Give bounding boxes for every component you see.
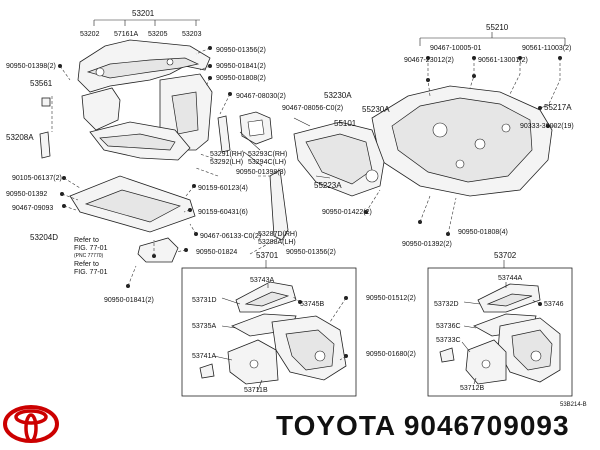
label-90950-01808-b: 90950-01808(4) bbox=[458, 229, 508, 236]
label-53288a: 53288A(LH) bbox=[258, 239, 296, 246]
label-55101: 55101 bbox=[334, 119, 357, 128]
bracket-53287d bbox=[269, 169, 289, 241]
label-53294c: 53294C(LH) bbox=[248, 159, 286, 166]
label-90159-60431: 90159-60431(6) bbox=[198, 209, 248, 216]
label-53292: 53292(LH) bbox=[210, 159, 243, 166]
label-53287d: 53287D(RH) bbox=[258, 231, 297, 238]
label-90561-11003: 90561-11003(2) bbox=[522, 45, 571, 52]
label-53736c: 53736C bbox=[436, 323, 461, 330]
label-53744a: 53744A bbox=[498, 275, 522, 282]
toyota-logo bbox=[3, 405, 59, 443]
label-90950-01422: 90950-01422(2) bbox=[322, 209, 372, 216]
label-90950-01398: 90950-01398(2) bbox=[6, 63, 56, 70]
refer-2-line-2: FIG. 77-01 bbox=[74, 269, 108, 276]
label-90561-13001: 90561-13001(2) bbox=[478, 57, 528, 64]
label-90467-23012: 90467-23012(2) bbox=[404, 57, 454, 64]
label-53208a: 53208A bbox=[6, 133, 34, 142]
bracket-53204d bbox=[137, 237, 179, 263]
refer-1-line-1: Refer to bbox=[74, 237, 99, 244]
label-53731d: 53731D bbox=[192, 297, 217, 304]
radiator-support-group bbox=[39, 19, 289, 288]
dash-panel-group bbox=[293, 32, 566, 236]
label-90950-01356-b: 90950-01356(2) bbox=[286, 249, 336, 256]
label-90950-01808-a: 90950-01808(2) bbox=[216, 75, 266, 82]
refer-1-line-3: (PNC 77770) bbox=[74, 253, 104, 259]
label-90950-01512: 90950-01512(2) bbox=[366, 295, 416, 302]
refer-1-line-2: FIG. 77-01 bbox=[74, 245, 108, 252]
label-53712b: 53712B bbox=[460, 385, 484, 392]
label-90467-06133: 90467-06133-C0(2) bbox=[200, 233, 261, 240]
label-53733c: 53733C bbox=[436, 337, 461, 344]
label-90950-01356: 90950-01356(2) bbox=[216, 47, 266, 54]
label-53201: 53201 bbox=[132, 9, 155, 18]
label-90333-30002: 90333-30002(19) bbox=[520, 123, 574, 130]
part-labels: 53201 53202 57161A 53205 53203 55210 909… bbox=[6, 9, 587, 408]
label-53293c: 53293C(RH) bbox=[248, 151, 287, 158]
label-90467-09093: 90467-09093 bbox=[12, 205, 53, 212]
label-53732d: 53732D bbox=[434, 301, 459, 308]
refer-2-line-1: Refer to bbox=[74, 261, 99, 268]
label-90950-01392-b: 90950-01392(2) bbox=[402, 241, 452, 248]
label-53711b: 53711B bbox=[244, 387, 268, 394]
label-90950-01824: 90950-01824 bbox=[196, 249, 237, 256]
label-53741a: 53741A bbox=[192, 353, 216, 360]
label-90950-01841-b: 90950-01841(2) bbox=[104, 297, 154, 304]
label-90467-08056: 90467-08056-C0(2) bbox=[282, 105, 343, 112]
label-53204d: 53204D bbox=[30, 233, 58, 242]
label-53743a: 53743A bbox=[250, 277, 274, 284]
box-53701 bbox=[181, 260, 357, 397]
label-90467-10005: 90467-10005-01 bbox=[430, 45, 481, 52]
label-53701: 53701 bbox=[256, 251, 279, 260]
label-55210: 55210 bbox=[486, 23, 509, 32]
figure-code: 53B214-B bbox=[560, 402, 587, 408]
label-90950-01398-b: 90950-01398(3) bbox=[236, 169, 286, 176]
label-53746: 53746 bbox=[544, 301, 564, 308]
label-53202: 53202 bbox=[80, 31, 100, 38]
label-53230a: 53230A bbox=[324, 91, 352, 100]
label-55217a: 55217A bbox=[544, 103, 572, 112]
side-support-left bbox=[81, 87, 121, 131]
label-53203: 53203 bbox=[182, 31, 202, 38]
label-53735a: 53735A bbox=[192, 323, 216, 330]
label-55230a: 55230A bbox=[362, 105, 390, 114]
label-53702: 53702 bbox=[494, 251, 517, 260]
label-53205: 53205 bbox=[148, 31, 168, 38]
label-90950-01841-a: 90950-01841(2) bbox=[216, 63, 266, 70]
label-90950-01680: 90950-01680(2) bbox=[366, 351, 416, 358]
label-53745b: 53745B bbox=[300, 301, 324, 308]
brand-part-number: TOYOTA 9046709093 bbox=[276, 410, 570, 441]
label-90467-08030: 90467-08030(2) bbox=[236, 93, 286, 100]
label-90950-01392: 90950-01392 bbox=[6, 191, 47, 198]
box-53702 bbox=[427, 260, 573, 397]
label-90105-06137: 90105-06137(2) bbox=[12, 175, 62, 182]
label-53561: 53561 bbox=[30, 79, 53, 88]
label-90159-60123: 90159-60123(4) bbox=[198, 185, 248, 192]
label-53291: 53291(RH) bbox=[210, 151, 244, 158]
label-57161a: 57161A bbox=[114, 31, 138, 38]
label-55223a: 55223A bbox=[314, 181, 342, 190]
